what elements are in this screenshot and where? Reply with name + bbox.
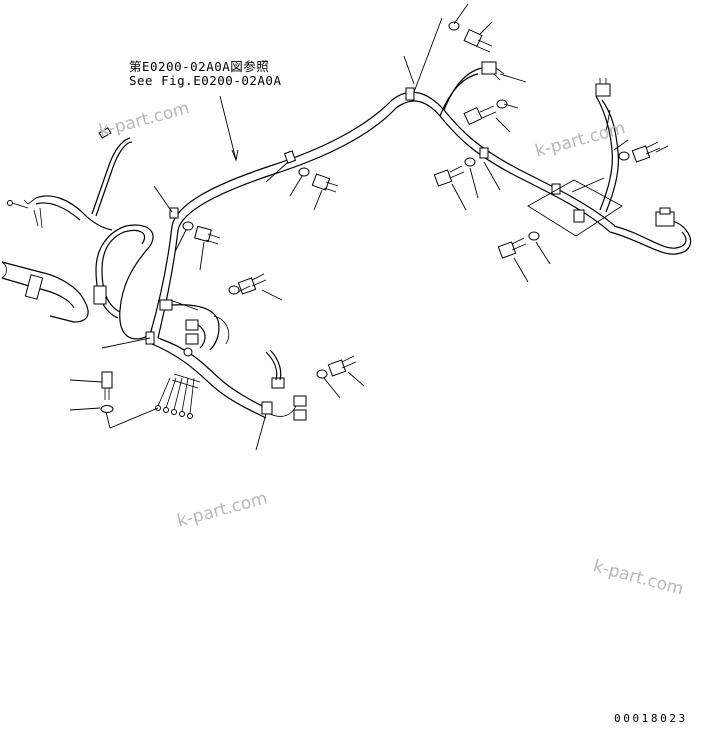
bolt [497, 231, 540, 259]
bolt [463, 99, 508, 126]
terminal-group [155, 373, 201, 419]
bolt [228, 273, 267, 295]
bolt [182, 221, 221, 245]
bolt [618, 141, 661, 163]
bolt [316, 355, 357, 379]
bolt [100, 371, 114, 413]
reference-note-jp: 第E0200-02A0A図参照 [129, 59, 270, 74]
drawing-number: 00018023 [614, 712, 688, 725]
bolt [298, 167, 339, 193]
reference-note-en: See Fig.E0200-02A0A [129, 73, 282, 88]
reference-note: 第E0200-02A0A図参照 See Fig.E0200-02A0A [129, 60, 282, 88]
bolt [448, 21, 493, 53]
leader-lines [69, 3, 669, 451]
bolts-and-washers [100, 21, 661, 413]
bolt [433, 157, 476, 187]
